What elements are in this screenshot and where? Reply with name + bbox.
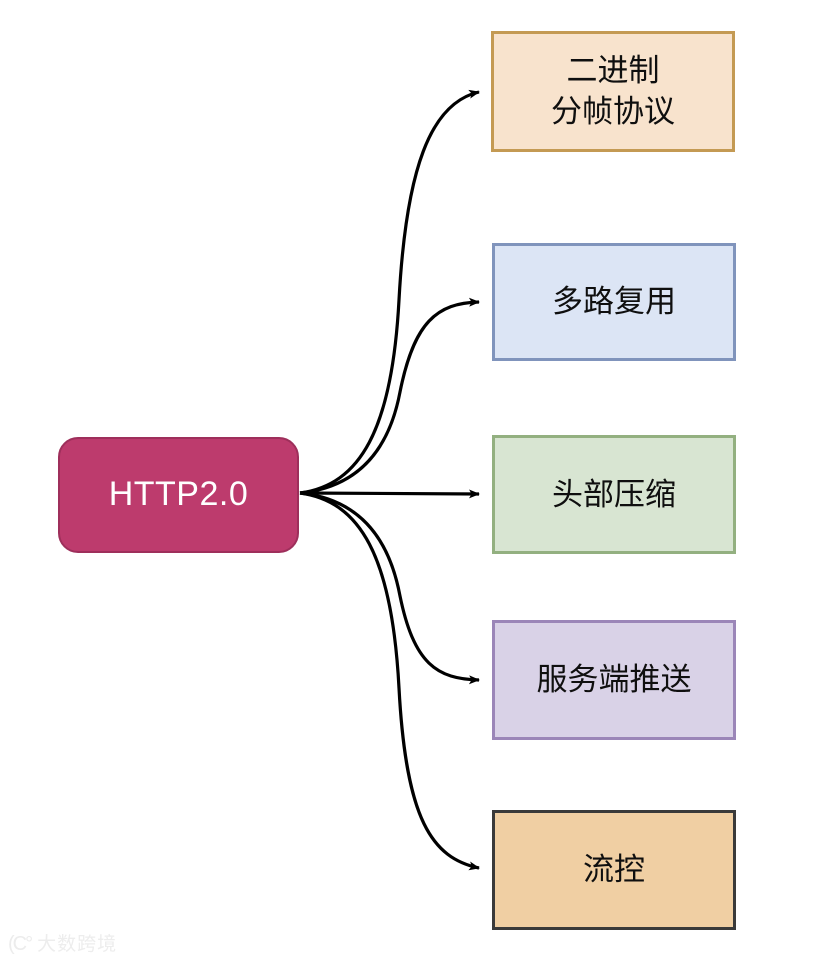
node-label-header-compression: 头部压缩 [552, 476, 676, 512]
node-label-multiplexing: 多路复用 [552, 284, 676, 320]
edge-to-server-push [299, 491, 480, 685]
node-label-binary-framing: 二进制 分帧协议 [551, 52, 675, 129]
node-header-compression[interactable]: 头部压缩 [492, 435, 736, 554]
edge-to-binary-framing [299, 89, 480, 495]
node-server-push[interactable]: 服务端推送 [492, 620, 736, 740]
edge-to-header-compression [299, 489, 480, 499]
node-label-server-push: 服务端推送 [536, 662, 692, 698]
node-binary-framing[interactable]: 二进制 分帧协议 [491, 31, 735, 152]
node-flow-control[interactable]: 流控 [492, 810, 736, 930]
edge-to-multiplexing [299, 297, 480, 495]
node-label-flow-control: 流控 [583, 852, 645, 888]
node-multiplexing[interactable]: 多路复用 [492, 243, 736, 361]
node-label-http2: HTTP2.0 [108, 475, 249, 514]
node-http2-root[interactable]: HTTP2.0 [58, 437, 299, 553]
edge-to-flow-control [299, 491, 480, 871]
